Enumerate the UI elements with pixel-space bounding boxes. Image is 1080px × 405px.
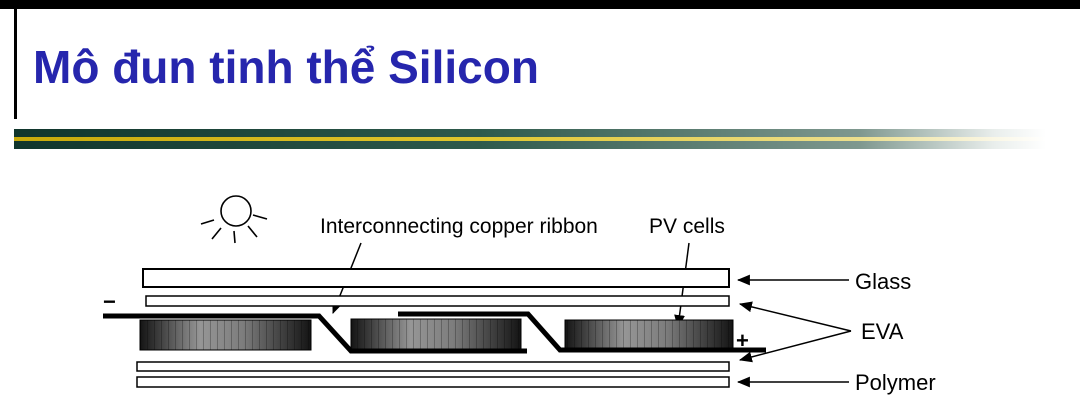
label-interconnecting-copper-ribbon: Interconnecting copper ribbon bbox=[320, 215, 598, 238]
eva-arrow-bottom bbox=[738, 330, 852, 363]
slide-title: Mô đun tinh thể Silicon bbox=[33, 41, 539, 93]
glass-label: Glass bbox=[855, 269, 911, 294]
eva-arrow-top bbox=[738, 301, 852, 332]
polymer-layer bbox=[136, 376, 730, 388]
copper-ribbon-2 bbox=[398, 311, 766, 353]
pv-cell-2 bbox=[350, 318, 522, 350]
glass-layer bbox=[142, 268, 730, 288]
divider-band-yellow bbox=[14, 137, 1046, 141]
label-pv-cells: PV cells bbox=[649, 215, 725, 238]
left-border bbox=[14, 9, 17, 119]
copper-ribbon-1 bbox=[103, 313, 527, 354]
sun-icon bbox=[200, 195, 268, 244]
top-border bbox=[0, 0, 1080, 9]
pv-cell-1 bbox=[139, 319, 312, 351]
eva-bottom-layer bbox=[136, 361, 730, 372]
polymer-label: Polymer bbox=[855, 370, 936, 395]
divider-bar bbox=[14, 129, 1046, 149]
eva-top-layer bbox=[145, 295, 730, 307]
pv-cell-3 bbox=[564, 319, 734, 351]
eva-label: EVA bbox=[861, 319, 904, 344]
minus-sign: − bbox=[103, 289, 116, 314]
plus-sign: + bbox=[736, 328, 749, 353]
divider-band-green-top bbox=[14, 129, 1046, 137]
divider-band-green-bottom bbox=[14, 141, 1046, 149]
